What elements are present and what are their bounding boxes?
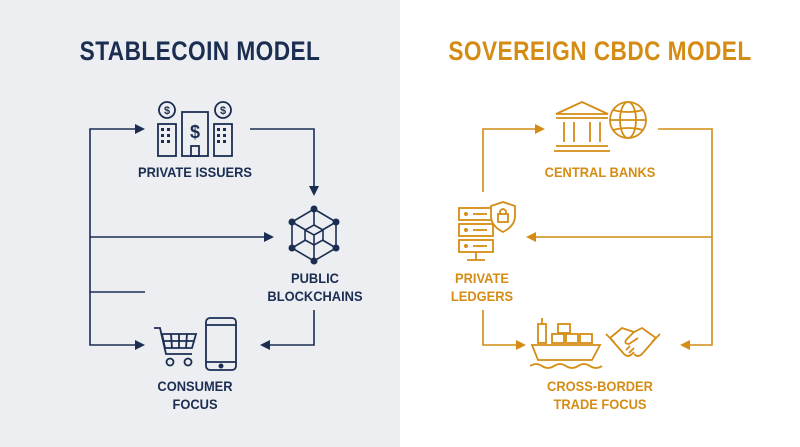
- shopping-cart-smartphone-icon: [154, 317, 237, 371]
- stablecoin-title: STABLECOIN MODEL: [79, 36, 321, 66]
- cross-border-trade-label: CROSS-BORDER TRADE FOCUS: [547, 378, 653, 412]
- consumer-focus-label: CONSUMER FOCUS: [157, 378, 233, 412]
- private-issuers-label: PRIVATE ISSUERS: [137, 164, 253, 180]
- bank-globe-icon: [554, 101, 647, 152]
- connector-left-loop-bottom: [89, 292, 145, 350]
- blockchain-network-icon: [288, 205, 340, 265]
- private-ledgers-label: PRIVATE LEDGERS: [450, 270, 514, 304]
- connector-issuers-to-blockchains: [250, 128, 319, 196]
- connector-blockchains-to-consumer: [260, 310, 315, 350]
- svg-text:$: $: [164, 105, 170, 117]
- cargo-ship-handshake-icon: [530, 318, 661, 369]
- central-banks-label: CENTRAL BANKS: [544, 164, 656, 180]
- svg-text:$: $: [220, 105, 226, 117]
- server-lock-icon: [458, 201, 516, 261]
- bank-buildings-dollar-icon: $ $ $: [157, 101, 233, 157]
- connector-ledgers-to-central: [482, 124, 545, 192]
- svg-text:$: $: [190, 122, 200, 142]
- connector-left-loop-top: [89, 124, 145, 293]
- connector-ledgers-to-trade: [482, 310, 526, 350]
- public-blockchains-label: PUBLIC BLOCKCHAINS: [267, 270, 363, 304]
- cbdc-title: SOVEREIGN CBDC MODEL: [448, 36, 752, 66]
